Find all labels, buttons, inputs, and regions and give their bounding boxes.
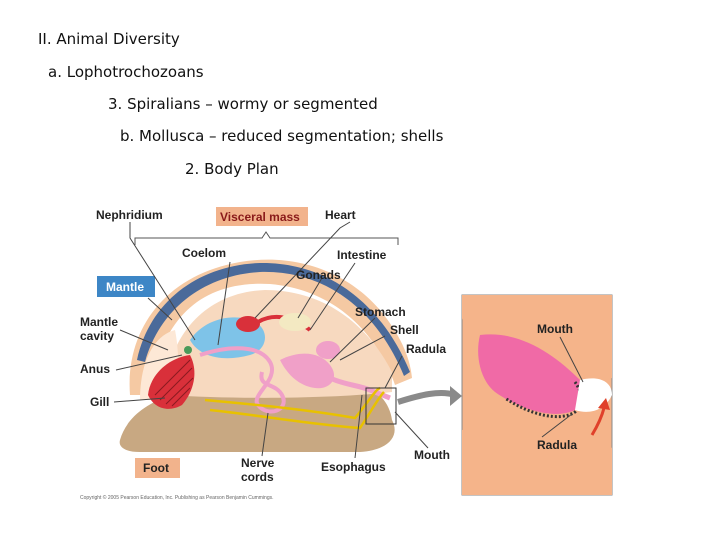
mantle-box (97, 276, 155, 297)
mollusc-body (119, 259, 412, 452)
outline-level-4: b. Mollusca – reduced segmentation; shel… (120, 127, 444, 145)
inset-mouth-label: Mouth (537, 322, 573, 336)
shell-label: Shell (390, 323, 419, 337)
outline-level-1: II. Animal Diversity (38, 30, 180, 48)
visceral-mass-label: Visceral mass (220, 210, 300, 224)
esophagus-label: Esophagus (321, 460, 386, 474)
esophagus-shape (328, 375, 391, 401)
visceral-mass-bracket (134, 231, 399, 245)
foot-box (135, 458, 180, 478)
foot-shape (119, 383, 395, 452)
zoom-arrowhead (450, 386, 462, 406)
intestine-shape (199, 346, 286, 414)
mouth-detail-box (365, 387, 397, 425)
gill-label: Gill (90, 395, 109, 409)
copyright-note: Copyright © 2005 Pearson Education, Inc.… (80, 494, 274, 501)
inset-radula-label: Radula (537, 438, 577, 452)
heart-shape (236, 316, 260, 332)
anus-label: Anus (80, 362, 110, 376)
outline-level-2: a. Lophotrochozoans (48, 63, 204, 81)
nerve-cords-label-line2: cords (241, 470, 274, 484)
mantle-label: Mantle (106, 280, 144, 294)
nephridium-label: Nephridium (96, 208, 163, 222)
nerve-cord-2 (209, 391, 385, 430)
gonads-label: Gonads (296, 268, 341, 282)
intestine-label: Intestine (337, 248, 387, 262)
inset-red-arrowhead (598, 398, 610, 410)
heart-label: Heart (325, 208, 356, 222)
zoom-arrow (397, 390, 456, 405)
digestive-gland (316, 341, 340, 359)
gill-lines (154, 359, 194, 407)
stomach-shape (280, 353, 335, 389)
mouth-label: Mouth (414, 448, 450, 462)
inset-radula-teeth (504, 381, 583, 419)
inset-radula-tongue (478, 334, 587, 414)
outline-level-3: 3. Spiralians – wormy or segmented (108, 95, 378, 113)
shell-shape (137, 262, 410, 376)
inset-lower-lip (462, 422, 612, 495)
mantle-cavity-label-line2: cavity (80, 329, 114, 343)
mantle-cavity-label-line1: Mantle (80, 315, 118, 329)
radula-label: Radula (406, 342, 446, 356)
anus-shape (184, 346, 192, 354)
leader-lines (113, 221, 584, 459)
visceral-mass-box (216, 207, 308, 226)
radula-inset (461, 294, 613, 496)
nerve-cord-1 (204, 386, 381, 420)
gonads-shape (279, 313, 311, 331)
stomach-label: Stomach (355, 305, 406, 319)
outline-level-5: 2. Body Plan (185, 160, 279, 178)
coelom-label: Coelom (182, 246, 226, 260)
foot-label: Foot (143, 461, 169, 475)
nerve-cords-label-line1: Nerve (241, 456, 275, 470)
inset-red-arrow (590, 407, 606, 436)
inset-mouth-tissue (462, 295, 612, 382)
